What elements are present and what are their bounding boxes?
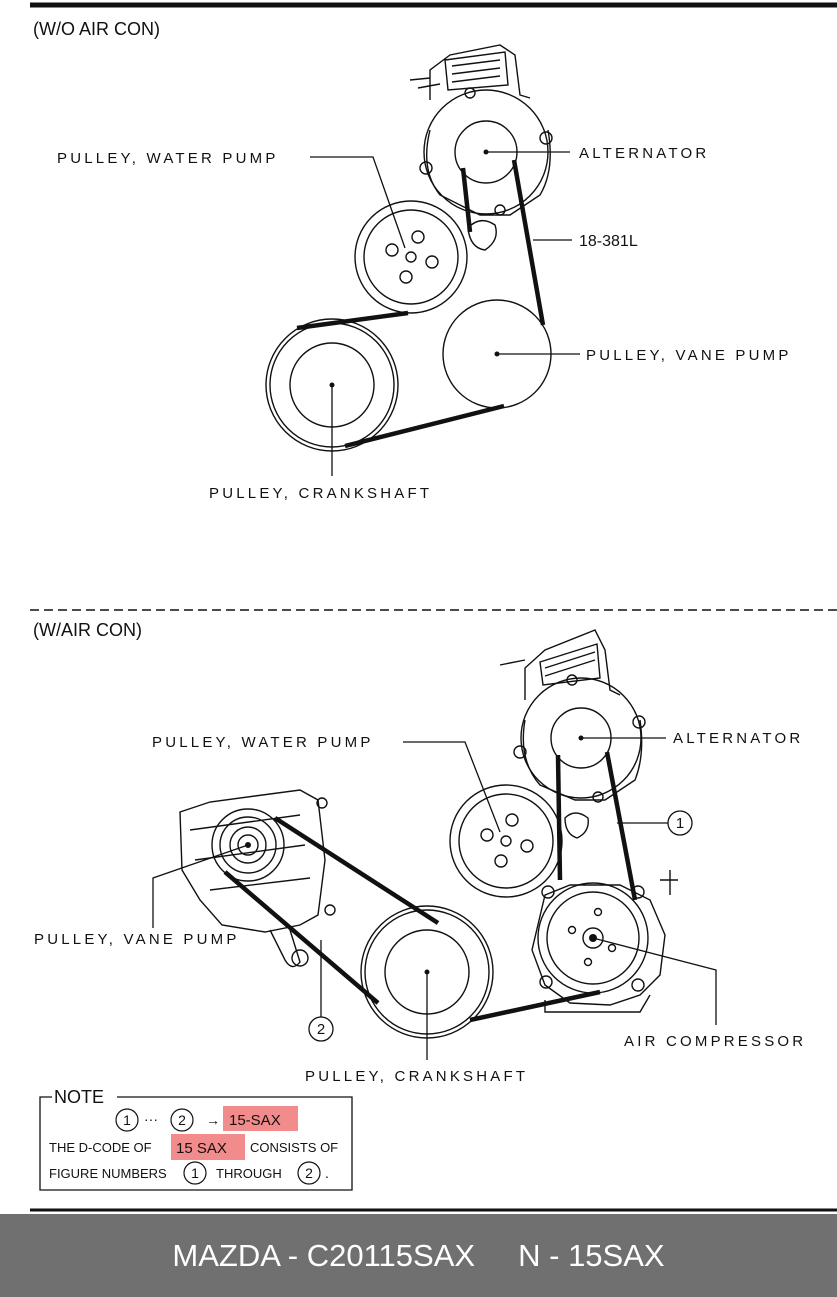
footer-bar: MAZDA - C20115SAX N - 15SAX bbox=[0, 1214, 837, 1297]
water-pump-pulley-top bbox=[354, 200, 468, 314]
note-line1-sep: ··· bbox=[144, 1111, 158, 1127]
note-line1-arrow: → bbox=[206, 1112, 220, 1128]
label-water-pump-top: PULLEY, WATER PUMP bbox=[57, 150, 279, 167]
note-line2-pre: THE D-CODE OF bbox=[49, 1140, 152, 1155]
note-line3-mid: THROUGH bbox=[216, 1166, 282, 1181]
label-air-compressor: AIR COMPRESSOR bbox=[624, 1033, 806, 1050]
callout-1: 1 bbox=[667, 810, 693, 836]
footer-text: MAZDA - C20115SAX N - 15SAX bbox=[172, 1237, 665, 1273]
note-line1-num1: 1 bbox=[123, 1112, 131, 1128]
label-vane-pump-bottom: PULLEY, VANE PUMP bbox=[34, 931, 240, 948]
label-alternator-bottom: ALTERNATOR bbox=[673, 730, 803, 747]
note-highlight-2 bbox=[171, 1134, 245, 1160]
water-pump-pulley-bottom bbox=[449, 784, 563, 898]
label-vane-pump-top: PULLEY, VANE PUMP bbox=[586, 347, 792, 364]
label-crankshaft-bottom: PULLEY, CRANKSHAFT bbox=[305, 1068, 528, 1085]
label-alternator-top: ALTERNATOR bbox=[579, 145, 709, 162]
section-title-bottom: (W/AIR CON) bbox=[33, 620, 142, 640]
belts-bottom bbox=[223, 751, 638, 1023]
alternator-bottom bbox=[499, 629, 646, 839]
belt-18-381L bbox=[296, 159, 546, 449]
note-line3-pre: FIGURE NUMBERS bbox=[49, 1166, 167, 1181]
label-water-pump-bottom: PULLEY, WATER PUMP bbox=[152, 734, 374, 751]
note-line2-post: CONSISTS OF bbox=[250, 1140, 338, 1155]
note-line3-num2: 2 bbox=[305, 1165, 313, 1181]
callout-1-number: 1 bbox=[676, 815, 684, 832]
label-crankshaft-top: PULLEY, CRANKSHAFT bbox=[209, 485, 432, 502]
section-with-air-con: (W/AIR CON) bbox=[33, 620, 806, 1085]
note-line1-num2: 2 bbox=[178, 1112, 186, 1128]
note-box: NOTE 1 ··· 2 → 15-SAX THE D-CODE OF 15 S… bbox=[39, 1087, 353, 1191]
label-belt-top: 18-381L bbox=[579, 233, 638, 250]
note-line2-code: 15 SAX bbox=[176, 1140, 227, 1157]
note-line1-code: 15-SAX bbox=[229, 1112, 281, 1129]
note-line3-num1: 1 bbox=[191, 1165, 199, 1181]
leader-lines-bottom bbox=[152, 737, 717, 1060]
leader-lines-top bbox=[310, 151, 580, 476]
note-title: NOTE bbox=[54, 1087, 104, 1107]
section-without-air-con: (W/O AIR CON) bbox=[33, 19, 792, 502]
callout-2-number: 2 bbox=[317, 1021, 325, 1038]
alternator-top bbox=[409, 44, 553, 251]
note-highlight-1 bbox=[223, 1106, 298, 1131]
callout-2: 2 bbox=[308, 1016, 334, 1042]
section-title-top: (W/O AIR CON) bbox=[33, 19, 160, 39]
note-line3-end: . bbox=[325, 1165, 329, 1181]
vane-pump-assembly-bottom bbox=[179, 789, 336, 968]
